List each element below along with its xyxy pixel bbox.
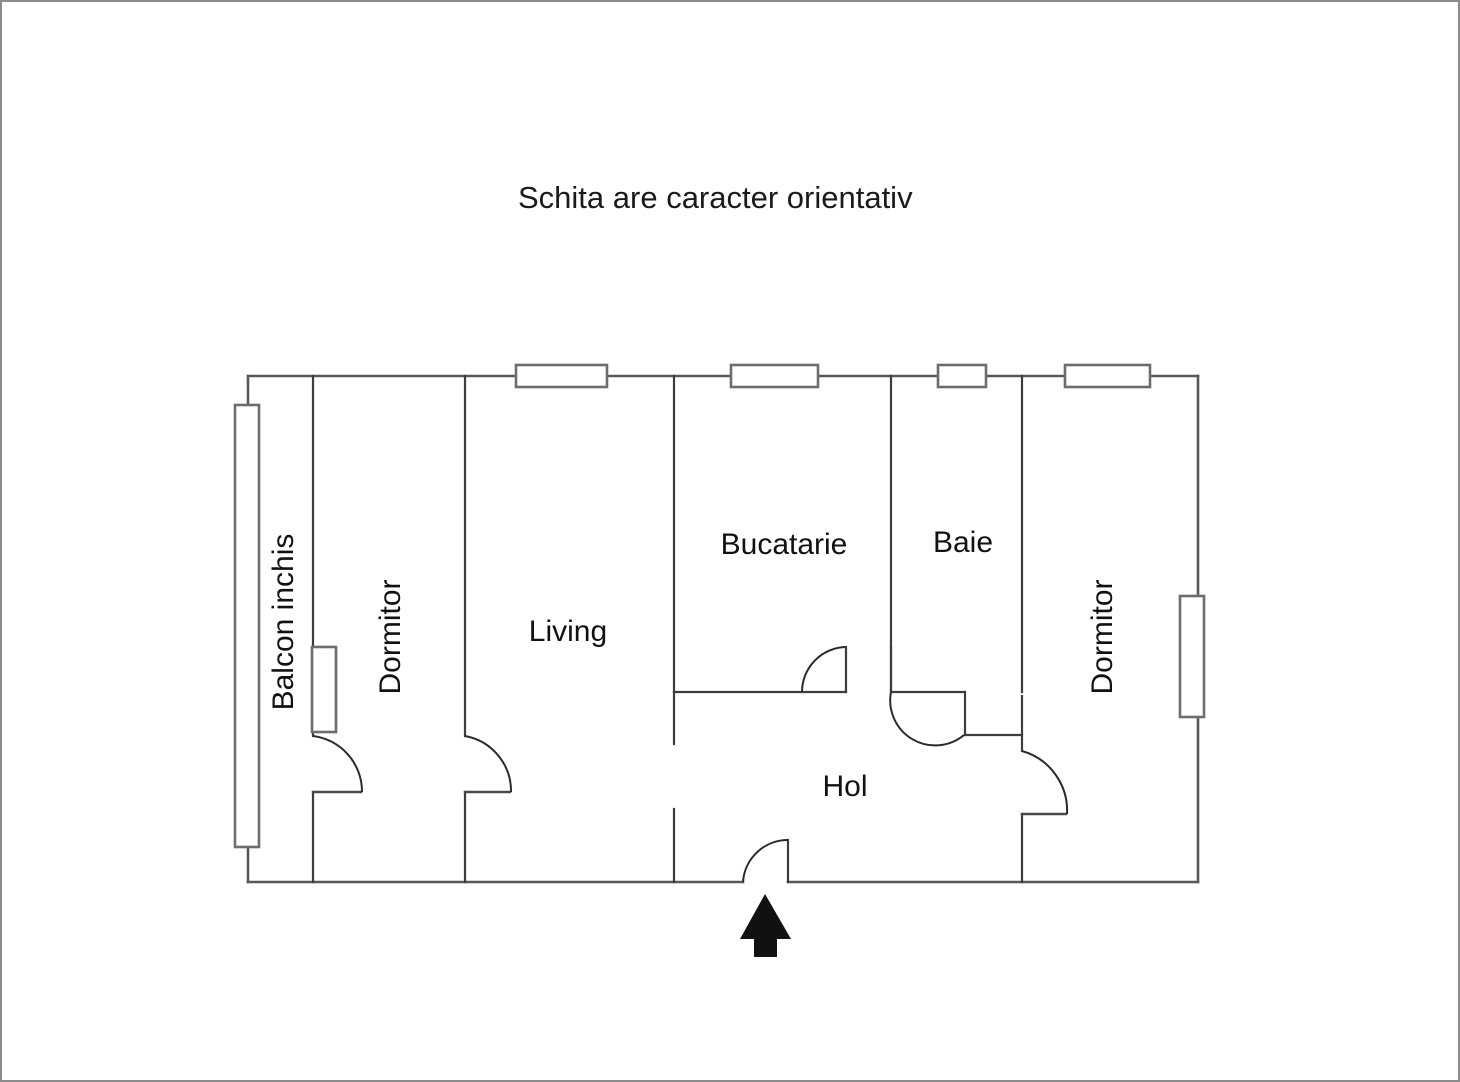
page-title: Schita are caracter orientativ bbox=[518, 180, 913, 215]
room-label-dormitor-left: Dormitor bbox=[374, 579, 407, 694]
room-label-dormitor-right: Dormitor bbox=[1086, 579, 1119, 694]
door-balcon-dormitor bbox=[312, 735, 364, 793]
room-label-hol: Hol bbox=[822, 770, 867, 803]
door-entrance bbox=[742, 838, 789, 883]
window-living-top bbox=[514, 363, 609, 389]
window-bucatarie-top bbox=[729, 363, 820, 389]
doors bbox=[312, 645, 1069, 884]
window-balcon-inner bbox=[310, 645, 338, 734]
door-dormitor-right bbox=[1021, 750, 1069, 815]
door-baie-hol bbox=[889, 691, 965, 747]
window-baie-top bbox=[936, 363, 988, 389]
room-label-bucatarie: Bucatarie bbox=[721, 528, 848, 561]
door-bucatarie-hol bbox=[801, 646, 847, 693]
window-dormitor-top bbox=[1063, 363, 1152, 389]
room-labels: Balcon inchis Dormitor Living Bucatarie … bbox=[267, 526, 1119, 803]
window-balcon-left bbox=[233, 403, 261, 849]
window-dormitor-right bbox=[1178, 594, 1206, 719]
room-label-balcon: Balcon inchis bbox=[267, 534, 300, 711]
room-label-baie: Baie bbox=[933, 526, 993, 559]
entrance-arrow bbox=[740, 894, 791, 957]
door-dormitor-living bbox=[464, 735, 513, 793]
interior-walls bbox=[311, 374, 1068, 884]
windows bbox=[233, 363, 1206, 849]
room-label-living: Living bbox=[529, 615, 607, 648]
